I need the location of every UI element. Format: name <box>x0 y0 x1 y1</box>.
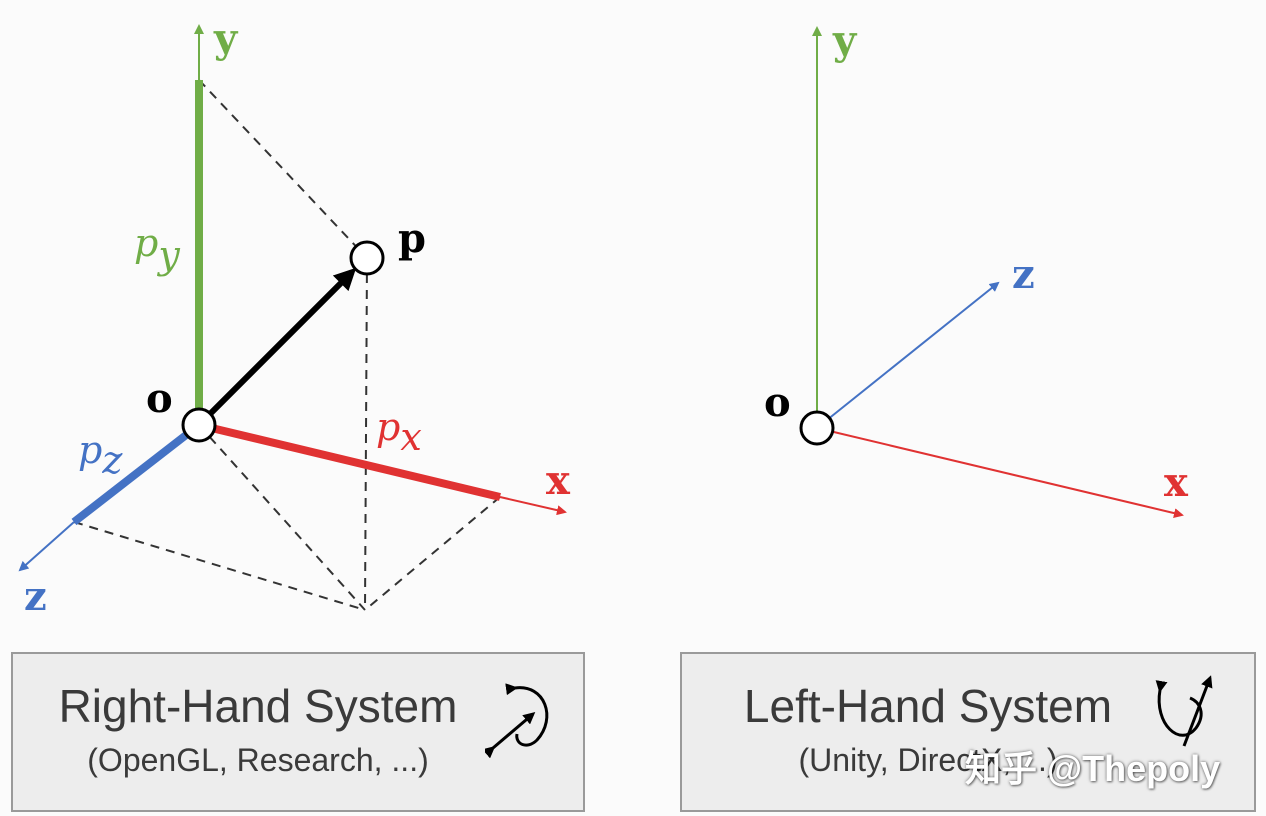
right-hand-caption-box: Right-Hand System (OpenGL, Research, ...… <box>11 652 585 812</box>
x-axis-label: x <box>546 457 571 504</box>
projection-dashed-lines <box>73 79 501 611</box>
left-hand-caption-box: Left-Hand System (Unity, DirectX, ...) <box>680 652 1256 812</box>
py-label: py <box>134 221 180 277</box>
lh-origin-point <box>799 410 835 446</box>
left-hand-rotation-icon <box>1155 675 1213 747</box>
px-component <box>198 421 501 501</box>
lh-origin-label: o <box>764 379 791 426</box>
point-p-label: p <box>398 215 426 262</box>
right-hand-diagram: y x z o p py px pz <box>18 15 571 620</box>
lh-x-axis <box>816 427 1184 519</box>
vector-op <box>196 267 357 428</box>
pz-label: pz <box>78 428 123 482</box>
right-hand-title: Right-Hand System <box>58 680 458 732</box>
x-axis-thin <box>499 496 567 516</box>
lh-z-axis <box>816 281 1000 429</box>
right-hand-rotation-icon <box>485 683 549 759</box>
z-axis-thin <box>18 521 75 572</box>
z-axis-label: z <box>24 573 47 620</box>
origin-label: o <box>146 375 173 422</box>
left-hand-diagram: y z x o <box>764 17 1189 519</box>
y-axis-label: y <box>213 15 239 62</box>
left-hand-subtitle: (Unity, DirectX, ...) <box>798 742 1058 778</box>
lh-z-axis-label: z <box>1012 251 1035 298</box>
origin-point <box>181 407 217 443</box>
lh-x-axis-label: x <box>1164 459 1189 506</box>
pz-component <box>71 421 202 526</box>
watermark-text: 知乎 @Thepoly <box>965 748 1221 789</box>
px-label: px <box>376 405 422 459</box>
left-hand-title: Left-Hand System <box>743 680 1113 732</box>
right-hand-subtitle: (OpenGL, Research, ...) <box>87 742 429 778</box>
lh-y-axis-label: y <box>832 17 858 64</box>
point-p <box>349 240 385 276</box>
